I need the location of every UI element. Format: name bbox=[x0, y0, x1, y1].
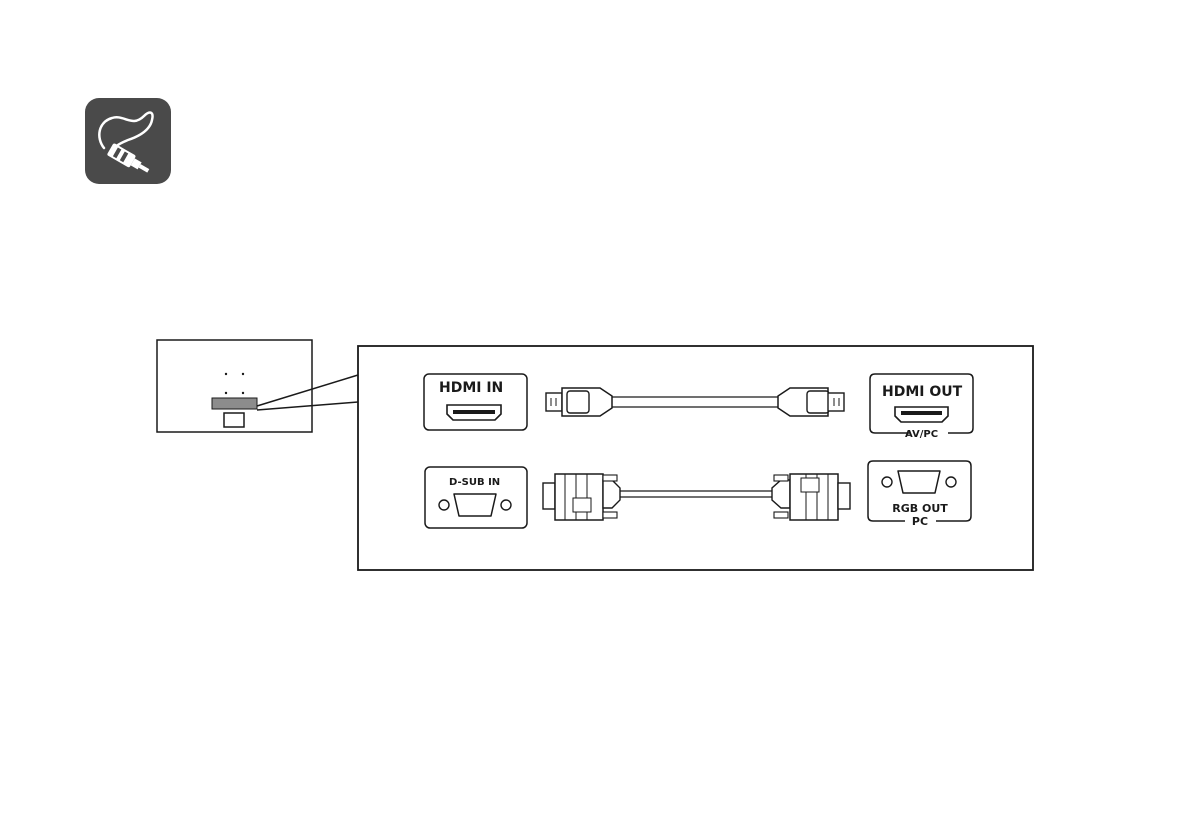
dsub-in-label: D-SUB IN bbox=[449, 477, 500, 488]
cable-plug-icon bbox=[85, 98, 171, 184]
dsub-in-port: D-SUB IN bbox=[425, 467, 527, 528]
panel-port-highlight bbox=[212, 398, 257, 409]
hdmi-out-sublabel: AV/PC bbox=[905, 429, 938, 440]
hdmi-in-port: HDMI IN bbox=[424, 374, 527, 430]
monitor-back-panel bbox=[157, 340, 312, 432]
rgb-out-label: RGB OUT bbox=[892, 502, 948, 515]
rgb-out-sublabel: PC bbox=[912, 515, 928, 528]
hdmi-in-label: HDMI IN bbox=[439, 380, 503, 396]
hdmi-out-label: HDMI OUT bbox=[882, 384, 963, 400]
